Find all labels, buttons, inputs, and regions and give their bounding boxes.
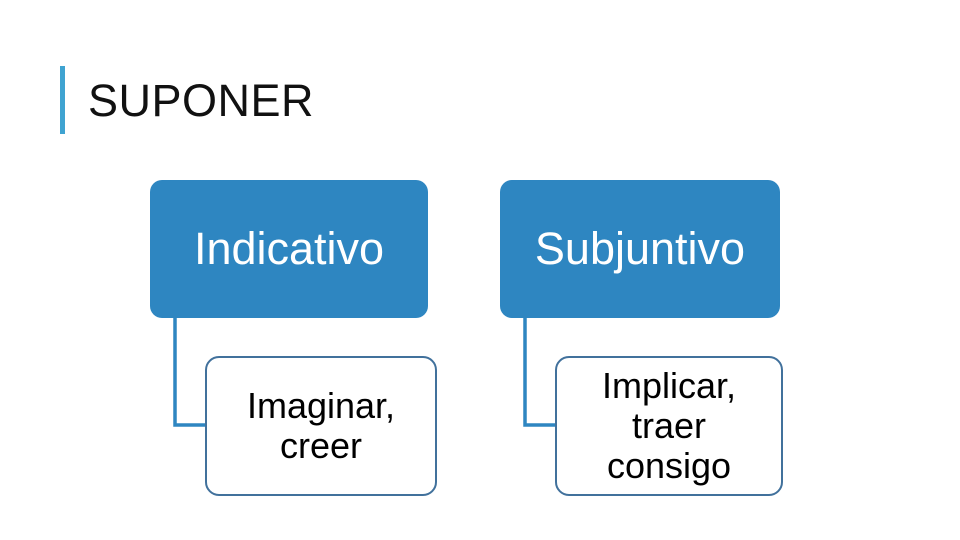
diagram-node-leaf-imaginar-creer[interactable]: Imaginar, creer (205, 356, 437, 496)
diagram-node-leaf-implicar-traer-consigo-label: Implicar, traer consigo (601, 364, 737, 487)
diagram-node-head-indicativo[interactable]: Indicativo (150, 180, 428, 318)
diagram-node-head-subjuntivo[interactable]: Subjuntivo (500, 180, 780, 318)
page-title: SUPONER (60, 64, 314, 136)
diagram-node-leaf-imaginar-creer-label: Imaginar, creer (246, 384, 396, 466)
page-title-text: SUPONER (88, 74, 315, 126)
diagram-node-leaf-implicar-traer-consigo[interactable]: Implicar, traer consigo (555, 356, 783, 496)
diagram-node-head-subjuntivo-label: Subjuntivo (534, 223, 746, 275)
diagram-node-head-indicativo-label: Indicativo (193, 223, 385, 275)
title-accent-bar (60, 66, 65, 134)
